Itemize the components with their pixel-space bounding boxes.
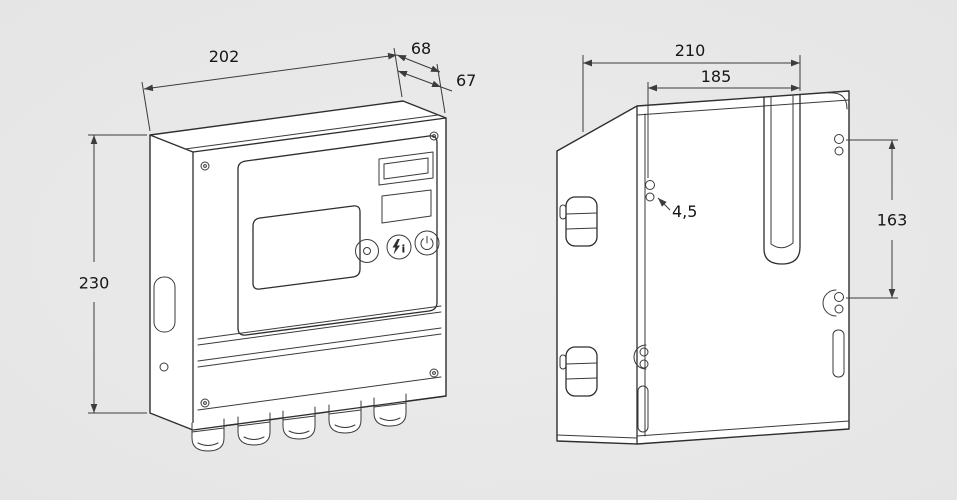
- slot-bottom-left: [637, 385, 649, 433]
- mounting-hole-bottom-right: [822, 289, 844, 317]
- display-window: [378, 151, 434, 186]
- dim-overall-width-label: 210: [675, 41, 706, 60]
- cable-gland: [282, 406, 316, 440]
- side-screw: [159, 362, 169, 372]
- dimension-overall-width-210: 210: [582, 41, 801, 132]
- front-door-panel: [237, 135, 438, 336]
- housing-bottom-edge: [192, 395, 447, 431]
- rear-flange-lines: [556, 92, 850, 439]
- dim-hole-spacing-v-label: 163: [877, 211, 908, 230]
- info-icon: i: [402, 243, 406, 256]
- dimension-hole-spacing-185: 185: [647, 67, 800, 178]
- panel-screws: [200, 131, 439, 408]
- cable-gland: [373, 393, 407, 427]
- dim-depth-body-label: 67: [456, 71, 476, 90]
- side-recess: [153, 276, 176, 333]
- cable-gland: [237, 412, 271, 446]
- cable-gland: [191, 418, 225, 452]
- rear-view: 210 185 163 4,5: [556, 41, 908, 445]
- dim-depth-label: 68: [411, 39, 431, 58]
- dim-width-label: 202: [209, 47, 240, 66]
- viewing-window: [252, 205, 361, 290]
- dim-height-label: 230: [79, 274, 110, 293]
- housing-body: [149, 100, 447, 431]
- info-button: i: [386, 234, 412, 260]
- power-button: [414, 230, 440, 256]
- callout-hole-diameter: 4,5: [657, 197, 697, 221]
- mounting-hole-top-right: [834, 134, 844, 156]
- dimension-width-202: 202: [141, 47, 446, 132]
- door-seam-lines: [197, 305, 442, 411]
- clip-bottom-left: [633, 344, 649, 370]
- dimension-height-230: 230: [79, 134, 147, 414]
- front-isometric-view: i: [79, 39, 476, 452]
- dimension-depth-68: 68: [396, 39, 441, 73]
- dim-hole-spacing-h-label: 185: [701, 67, 732, 86]
- dim-hole-diameter-label: 4,5: [672, 202, 697, 221]
- rear-housing-body: [556, 90, 850, 445]
- ok-button: [355, 239, 379, 263]
- mounting-hole-top-left: [645, 180, 655, 202]
- cable-channel-slot: [763, 93, 801, 265]
- ok-button-dot-icon: [363, 247, 371, 255]
- dimension-depth-67: 67: [397, 70, 476, 92]
- slot-bottom-right: [832, 329, 845, 378]
- cable-gland: [328, 400, 362, 434]
- dimension-hole-spacing-163: 163: [846, 139, 908, 299]
- lightning-icon: [392, 239, 400, 255]
- top-chamfer-line: [184, 114, 439, 150]
- hinge-bottom: [559, 346, 598, 397]
- hinge-top: [559, 196, 598, 247]
- power-icon: [420, 235, 434, 250]
- type-label-plate: [381, 189, 432, 224]
